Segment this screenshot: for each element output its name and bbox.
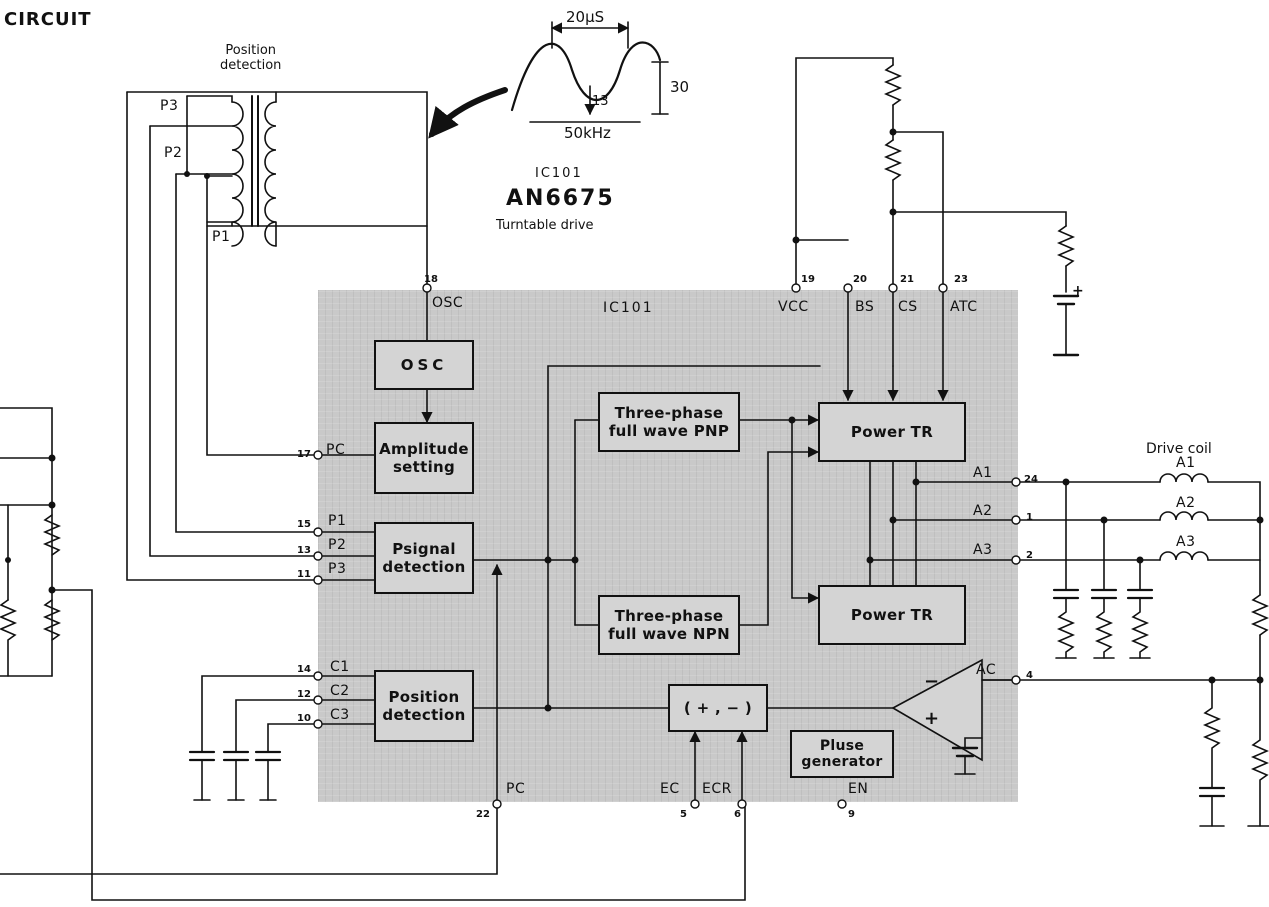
waveform-frequency: 50kHz xyxy=(564,124,611,142)
pin-num-osc: 18 xyxy=(424,274,438,285)
pin-name-pc-left: PC xyxy=(326,442,346,458)
pin-name-a1: A1 xyxy=(973,465,993,481)
pin-name-atc: ATC xyxy=(950,299,978,315)
three-phase-pnp-block: Three-phase full wave PNP xyxy=(598,392,740,452)
amplitude-setting-block: Amplitude setting xyxy=(374,422,474,494)
pin-num-c1: 14 xyxy=(297,664,311,675)
pin-num-en: 9 xyxy=(848,809,855,820)
pin-name-a2: A2 xyxy=(973,503,993,519)
sensor-coil-left xyxy=(231,101,244,247)
pin-name-ec: EC xyxy=(660,781,680,797)
pin-name-a3: A3 xyxy=(973,542,993,558)
chip-function: Turntable drive xyxy=(496,218,594,233)
pin-num-c2: 12 xyxy=(297,689,311,700)
pin-name-p1: P1 xyxy=(328,513,347,529)
position-detection-block: Position detection xyxy=(374,670,474,742)
comparator-opamp xyxy=(891,658,983,762)
osc-block: OSC xyxy=(374,340,474,390)
pin-num-atc: 23 xyxy=(954,274,968,285)
pin-name-p2: P2 xyxy=(328,537,347,553)
pin-name-ac: AC xyxy=(976,662,997,678)
tap-label-p1: P1 xyxy=(212,229,231,245)
comparator-block: ( + , − ) xyxy=(668,684,768,732)
tap-label-p2: P2 xyxy=(164,145,183,161)
drive-coil-a1: A1 xyxy=(1176,455,1196,471)
pin-name-cs: CS xyxy=(898,299,918,315)
battery-polarity: + xyxy=(1072,283,1084,299)
pulse-generator-block: Pluse generator xyxy=(790,730,894,778)
pin-num-p2: 13 xyxy=(297,545,311,556)
pin-num-a3: 2 xyxy=(1026,550,1033,561)
waveform-amplitude: 30 xyxy=(670,78,690,96)
pin-name-osc: OSC xyxy=(432,295,464,311)
three-phase-npn-block: Three-phase full wave NPN xyxy=(598,595,740,655)
pin-num-ac: 4 xyxy=(1026,670,1033,681)
pin-num-a2: 1 xyxy=(1026,512,1033,523)
pin-terminals xyxy=(313,283,1021,809)
pin-name-bs: BS xyxy=(855,299,875,315)
ic-body-label: IC101 xyxy=(603,300,654,316)
page-title: CIRCUIT xyxy=(4,9,92,30)
pin-num-p3: 11 xyxy=(297,569,311,580)
waveform-level: 13 xyxy=(592,94,609,109)
pin-name-pc-bottom: PC xyxy=(506,781,526,797)
drive-coil-a3: A3 xyxy=(1176,534,1196,550)
pin-num-ecr: 6 xyxy=(734,809,741,820)
sensor-frame-left xyxy=(126,91,319,581)
psignal-detection-block: Psignal detection xyxy=(374,522,474,594)
pin-num-ec: 5 xyxy=(680,809,687,820)
chip-part-number: AN6675 xyxy=(506,186,615,211)
waveform-period: 20μS xyxy=(566,8,605,26)
pin-num-pc-left: 17 xyxy=(297,449,311,460)
drive-coil-title: Drive coil xyxy=(1146,441,1212,457)
pin-name-c3: C3 xyxy=(330,707,350,723)
drive-coil-a2: A2 xyxy=(1176,495,1196,511)
power-tr-bottom-block: Power TR xyxy=(818,585,966,645)
opamp-plus: + xyxy=(924,708,940,729)
pin-num-bs: 20 xyxy=(853,274,867,285)
opamp-minus: − xyxy=(924,671,940,692)
chip-designator: IC101 xyxy=(535,166,583,181)
pin-name-en: EN xyxy=(848,781,869,797)
sensor-coil-right xyxy=(264,101,277,247)
tap-label-p3: P3 xyxy=(160,98,179,114)
pin-name-vcc: VCC xyxy=(778,299,809,315)
position-detection-sensor-label: Position detection xyxy=(220,43,282,73)
pin-num-vcc: 19 xyxy=(801,274,815,285)
junction-dots xyxy=(5,128,1264,712)
power-tr-top-block: Power TR xyxy=(818,402,966,462)
pin-name-c2: C2 xyxy=(330,683,350,699)
pin-num-c3: 10 xyxy=(297,713,311,724)
pin-name-p3: P3 xyxy=(328,561,347,577)
pin-num-pc-bottom: 22 xyxy=(476,809,490,820)
pin-num-cs: 21 xyxy=(900,274,914,285)
pin-num-a1: 24 xyxy=(1024,474,1038,485)
pin-num-p1: 15 xyxy=(297,519,311,530)
pin-name-ecr: ECR xyxy=(702,781,732,797)
pin-name-c1: C1 xyxy=(330,659,350,675)
sensor-frame-top xyxy=(126,91,428,289)
